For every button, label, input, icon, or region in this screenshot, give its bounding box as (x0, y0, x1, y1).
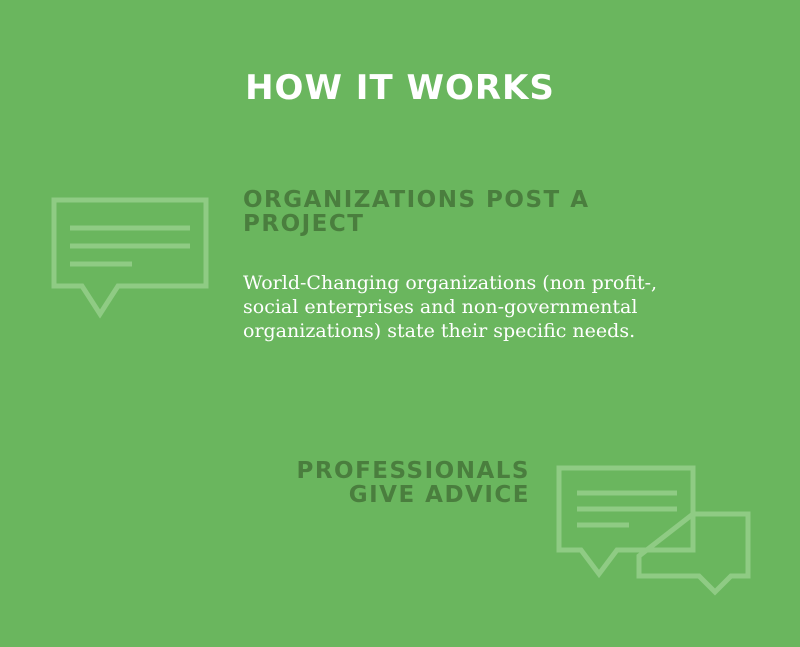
chat-bubble-icon (50, 196, 212, 322)
step-2-heading: PROFESSIONALS GIVE ADVICE (296, 458, 530, 508)
chat-bubbles-icon (555, 464, 755, 596)
step-1-description: World-Changing organizations (non profit… (243, 272, 658, 342)
page-title: HOW IT WORKS (245, 68, 555, 108)
step-1-heading: ORGANIZATIONS POST A PROJECT (243, 187, 590, 237)
